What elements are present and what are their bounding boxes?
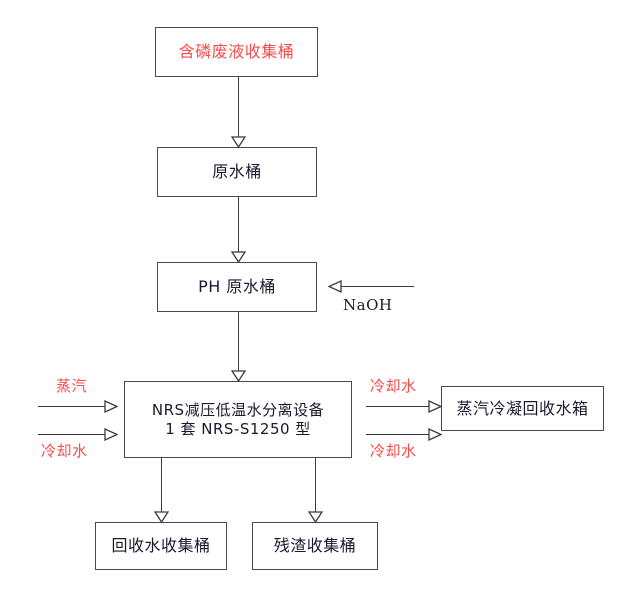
node-label: 回收水收集桶 (111, 536, 211, 555)
node-label: 原水桶 (212, 162, 262, 181)
arrowhead-left-naoh (327, 279, 342, 294)
arrowhead-right-steam-inlet (104, 399, 119, 414)
connector-main-to-residue (315, 458, 316, 512)
label-cooling-water-in: 冷却水 (41, 442, 88, 460)
node-main-equipment[interactable]: NRS减压低温水分离设备 1 套 NRS-S1250 型 (124, 381, 352, 458)
arrowhead-right-cooling-water-outlet-top (428, 399, 443, 414)
arrowhead-down-main-to-residue (307, 511, 324, 524)
label-cooling-water-out-top: 冷却水 (370, 377, 417, 395)
node-ph-raw-water-tank[interactable]: PH 原水桶 (157, 262, 317, 312)
node-steam-condensate-tank[interactable]: 蒸汽冷凝回收水箱 (441, 386, 604, 431)
node-waste-collection-tank[interactable]: 含磷废液收集桶 (155, 27, 318, 77)
label-steam-in: 蒸汽 (56, 377, 88, 395)
node-label: 含磷废液收集桶 (178, 42, 295, 61)
node-label-line2: 1 套 NRS-S1250 型 (165, 419, 311, 438)
node-recovered-water-tank[interactable]: 回收水收集桶 (95, 522, 227, 570)
node-residue-tank[interactable]: 残渣收集桶 (252, 522, 378, 570)
node-raw-water-tank[interactable]: 原水桶 (157, 147, 317, 197)
connector-main-to-recovered (161, 458, 162, 512)
connector-naoh-to-ph (340, 286, 414, 287)
connector-raw-to-ph (238, 197, 239, 252)
label-naoh: NaOH (343, 296, 393, 314)
connector-cooling-water-outlet-top (366, 406, 430, 407)
node-label: PH 原水桶 (198, 277, 276, 296)
arrowhead-down-ph-to-main (230, 370, 247, 383)
connector-ph-to-main (238, 312, 239, 371)
node-label-line1: NRS减压低温水分离设备 (151, 400, 325, 419)
arrowhead-right-cooling-water-outlet-bottom (428, 427, 443, 442)
connector-cooling-water-inlet (38, 434, 106, 435)
connector-cooling-water-outlet-bottom (366, 434, 430, 435)
node-label: 残渣收集桶 (273, 536, 357, 555)
arrowhead-right-cooling-water-inlet (104, 427, 119, 442)
arrowhead-down-main-to-recovered (153, 511, 170, 524)
arrowhead-down-raw-to-ph (230, 251, 247, 264)
label-cooling-water-out-bottom: 冷却水 (370, 442, 417, 460)
arrowhead-down-waste-to-raw (230, 136, 247, 149)
connector-waste-to-raw (238, 77, 239, 137)
connector-steam-inlet (38, 406, 106, 407)
node-label: 蒸汽冷凝回收水箱 (456, 398, 589, 418)
